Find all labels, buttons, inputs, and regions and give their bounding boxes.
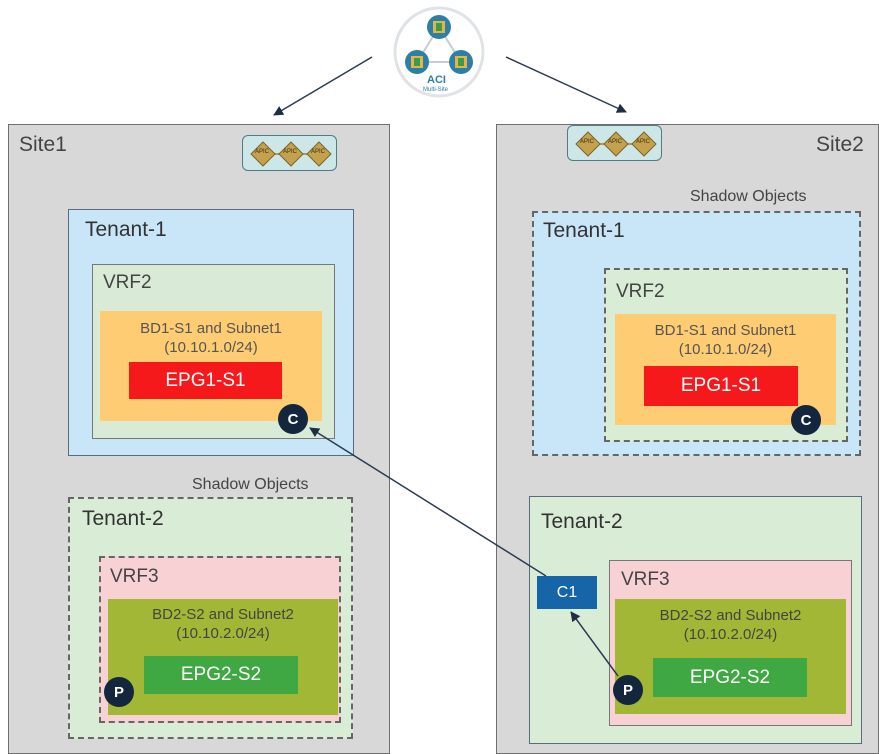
aci-multisite-orchestrator-icon: ACI Multi-Site	[393, 2, 485, 100]
site2-tenant1-vrf-label: VRF2	[616, 281, 665, 302]
site2-apic-label-1: APIC	[580, 139, 595, 145]
site1-epg1: EPG1-S1	[129, 362, 282, 399]
aci-logo-text: ACI	[427, 74, 446, 86]
site2-epg1: EPG1-S1	[644, 366, 798, 406]
site1-apic-cluster-icon: APIC APIC APIC	[242, 135, 337, 171]
site1-bd1-name: BD1-S1 and Subnet1	[140, 320, 282, 337]
site2-shadow-objects-label: Shadow Objects	[690, 188, 807, 205]
site2-provider-badge: P	[613, 675, 643, 705]
site2-apic-cluster-icon: APIC APIC APIC	[567, 125, 662, 161]
site1-apic-label-1: APIC	[255, 149, 270, 155]
aci-logo-subtext: Multi-Site	[423, 87, 449, 93]
site2-tenant2-label: Tenant-2	[541, 510, 623, 533]
site2-epg2: EPG2-S2	[653, 658, 807, 697]
site2-contract-badge: C	[791, 405, 821, 435]
site1-apic-label-3: APIC	[311, 149, 326, 155]
site1-tenant2-label: Tenant-2	[82, 507, 164, 530]
site1-epg2: EPG2-S2	[144, 656, 298, 694]
site2-bd2-name: BD2-S2 and Subnet2	[659, 607, 802, 624]
site1-shadow-objects-label: Shadow Objects	[192, 476, 309, 493]
site2-bd2-subnet: (10.10.2.0/24)	[683, 626, 778, 643]
site2-tenant2-vrf-label: VRF3	[621, 569, 670, 590]
site1-bd2-name: BD2-S2 and Subnet2	[152, 606, 294, 623]
site2-tenant1-label: Tenant-1	[543, 219, 625, 242]
site1-tenant2-vrf-label: VRF3	[110, 566, 159, 587]
site2-contract-c1-box: C1	[537, 576, 597, 609]
site1-contract-badge: C	[278, 404, 308, 434]
site1-tenant1-vrf-label: VRF2	[103, 272, 152, 293]
orchestrator-to-site2-arrow	[505, 56, 627, 113]
site2-label: Site2	[816, 133, 864, 156]
site1-tenant1-label: Tenant-1	[85, 218, 167, 241]
site1-apic-label-2: APIC	[283, 149, 298, 155]
site2-bd1-subnet: (10.10.1.0/24)	[678, 341, 773, 358]
c1-to-site1-contract-arrow	[309, 427, 547, 577]
site1-provider-badge: P	[104, 677, 134, 707]
site2-bd1-name: BD1-S1 and Subnet1	[654, 322, 797, 339]
provider-to-c1-arrow	[570, 611, 619, 677]
site1-bd2-subnet: (10.10.2.0/24)	[176, 625, 270, 642]
site2-apic-label-2: APIC	[608, 139, 623, 145]
site2-apic-label-3: APIC	[636, 139, 651, 145]
site1-label: Site1	[19, 133, 67, 156]
site1-bd1-subnet: (10.10.1.0/24)	[164, 339, 258, 356]
orchestrator-to-site1-arrow	[273, 56, 373, 116]
